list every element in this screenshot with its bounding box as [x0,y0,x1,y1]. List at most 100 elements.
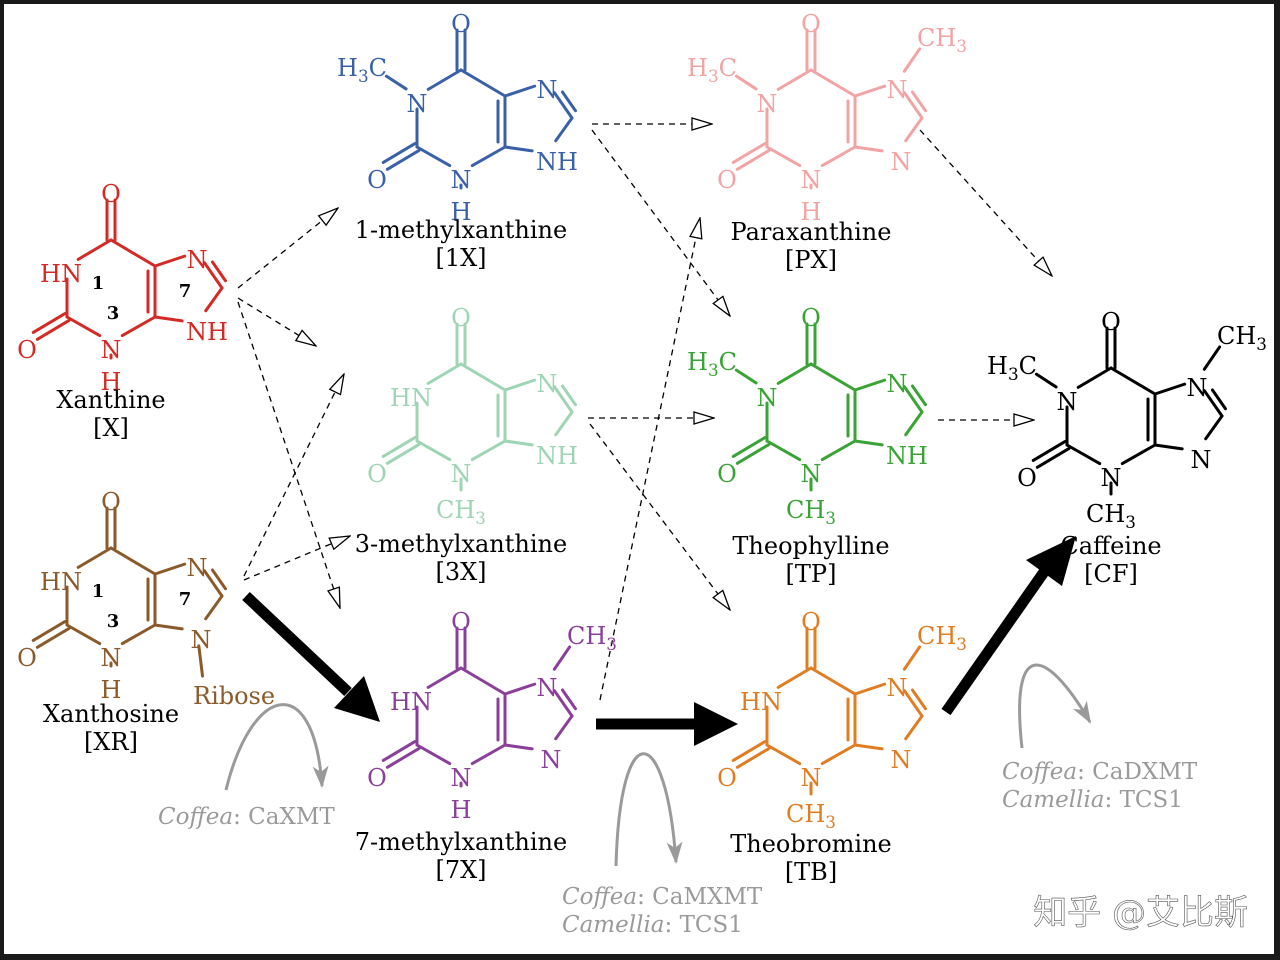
atom-n7: N [537,76,558,104]
arrow-xr-to-7x-head [334,676,380,722]
bond-n3-c4 [470,439,507,462]
bond-c8-n9 [554,714,574,741]
compound-abbr: [X] [93,414,129,442]
bond-n7-me [1202,345,1222,371]
arrow-3x-to-tb [589,423,730,610]
atom-n9: NH [536,148,578,176]
canvas-background [4,4,1274,954]
enzyme-arc-mxmt [614,752,683,867]
bond-c8-n9 [554,116,574,143]
compound-name: 3-methylxanthine [355,530,567,558]
atom-n3: N [801,460,822,488]
bond-c2-n3 [415,743,452,766]
bond-c5-c6 [459,666,507,696]
bond-c2-o2 [1035,446,1071,469]
enzyme-name: TCS1 [680,912,743,938]
bond-n9-c4 [153,315,184,323]
bond-c2-o2 [735,442,771,465]
atom-o6: O [451,10,471,38]
enzyme-label-xmt: Coffea: CaXMT [158,804,335,830]
bond-n3-c4 [820,439,857,462]
enzyme-label-dxmt: Coffea: CaDXMT [1002,759,1198,785]
bond-c5-c6 [809,362,857,392]
atom-n3: N [101,336,122,364]
compound-name: Xanthine [56,386,165,414]
bond-c8-n9 [204,286,224,313]
compound-name: Theophylline [732,532,889,560]
compound-abbr: [TB] [785,858,837,886]
bond-n9-c4 [853,145,884,153]
bond-n9-c4 [853,439,884,447]
enzyme-label-dxmt: Camellia: TCS1 [1002,787,1183,813]
enzyme-arcs [224,663,1092,867]
atom-o6: O [101,488,121,516]
bond-n3-c4 [470,743,507,766]
ring-number-1: 1 [92,581,105,602]
bond-n3-c4 [820,145,857,168]
atom-c2o: O [17,644,37,672]
bond-c8-n9 [904,714,924,741]
bond-n3-c4 [820,743,857,766]
bond-n7-me [902,47,922,73]
enzyme-name: CaXMT [248,804,335,830]
atom-c2o: O [367,764,387,792]
atom-n1: HN [40,260,82,288]
separator: : [233,804,248,830]
bond-c2-n3 [765,145,802,168]
atom-n3: N [451,764,472,792]
separator: : [637,884,652,910]
atom-n1: HN [390,384,432,412]
bond-n7-c8 [202,569,224,598]
atom-h3: H [101,368,122,396]
bond-n9-c4 [503,743,534,751]
methyl-n1: H3C [687,348,737,380]
bond-c2-o2-double [381,142,417,164]
atom-o6: O [451,608,471,636]
genus-name: Coffea [1002,759,1077,785]
bond-n9-c4 [503,439,534,447]
bond-c5-n7 [503,84,537,98]
bond-n3-c4 [470,145,507,168]
bond-c2-o2 [385,148,421,171]
methyl-n3: CH3 [786,496,836,528]
arrow-xr-to-3x-lower [243,536,350,581]
bond-c2-o2 [35,626,71,649]
atom-n7: N [187,554,208,582]
compound-name: Paraxanthine [731,218,892,246]
bond-c6-n1 [76,238,113,261]
atom-n9: N [891,148,912,176]
bond-n7-c8 [902,385,924,414]
enzyme-name: CaDXMT [1092,759,1198,785]
atom-n7: N [537,674,558,702]
compound-name: 7-methylxanthine [355,828,567,856]
arrow-x-to-7x [237,301,340,608]
atom-n9: N [1191,446,1212,474]
arrow-tb-to-cf-head [1026,536,1076,586]
bond-n7-c8 [902,91,924,120]
ring-number-3: 3 [107,303,120,324]
methyl-n7: CH3 [1217,322,1267,354]
bond-n7-c8-double [910,688,927,711]
methyl-n3: CH3 [436,496,486,528]
methyl-n1: H3C [337,54,387,86]
ribose-label: Ribose [193,682,275,710]
atom-n1: HN [390,688,432,716]
enzyme-arc-dxmt [1018,663,1092,749]
bond-n1-me [734,74,758,91]
bond-c5-n7 [503,378,537,392]
arrow-7x-to-tb-head [694,702,738,746]
methyl-n1: H3C [987,352,1037,384]
methyl-n1: H3C [687,54,737,86]
compound-abbr: [1X] [435,244,486,272]
bond-c2-n3 [415,145,452,168]
atom-h3: H [801,198,822,226]
bond-n9-c4 [503,145,534,153]
bond-c5-n7 [153,562,187,576]
bond-n7-c8 [552,91,574,120]
atom-n7: N [187,246,208,274]
